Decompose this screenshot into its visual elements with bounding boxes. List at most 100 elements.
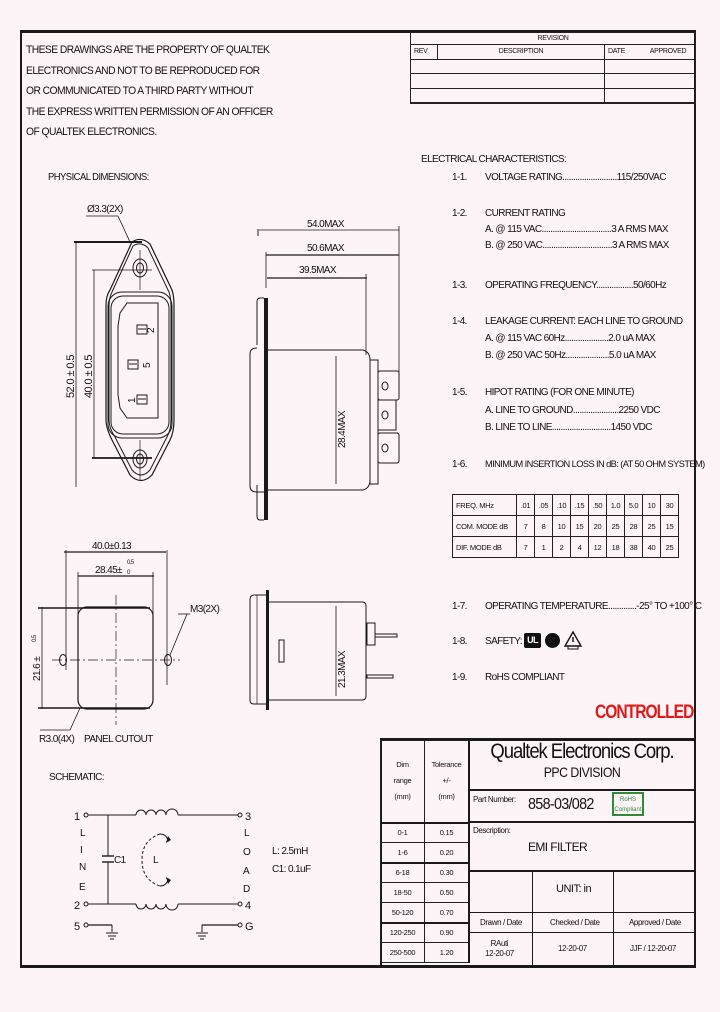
item-number: 1-1. [452,172,467,183]
pin-label: 2 [146,327,157,333]
approved-label: Approved / Date [629,918,681,927]
side-view-drawing [249,226,400,521]
side-height-label: 21.3MAX [337,650,348,688]
part-number-label: Part Number: [473,795,516,804]
loss-cell: 8 [534,515,553,537]
drawing-sheet-border [20,30,696,968]
hipot-line-line: B. LINE TO LINE.........................… [485,422,653,433]
divider [468,912,696,913]
notice-line: ELECTRONICS AND NOT TO BE REPRODUCED FOR [26,64,260,77]
freq-cell: .05 [534,494,553,516]
ul-mark-icon: UL [524,633,541,648]
schematic-label: SCHEMATIC: [49,772,104,783]
depth-mid-label: 50.6MAX [307,243,345,254]
freq-cell: .15 [570,494,589,516]
loss-cell: 4 [570,536,589,558]
division-name: PPC DIVISION [543,764,621,780]
company-name: Qualtek Electronics Corp. [490,740,674,763]
freq-header: FREQ. MHz [452,494,517,516]
notice-line: OR COMMUNICATED TO A THIRD PARTY WITHOUT [26,85,254,97]
arrow-icon [166,836,171,843]
loss-cell: 20 [588,515,607,537]
insertion-loss-title: MINIMUM INSERTION LOSS IN dB: (AT 50 OHM… [485,459,705,469]
freq-cell: .01 [516,494,535,516]
rohs-compliant-badge: RoHS Compliant [612,792,644,816]
radius-label: R3.0(4X) [39,734,74,745]
divider [532,871,533,968]
load-letter: L [244,828,250,839]
inductor-label: L [153,855,159,866]
controlled-stamp: CONTROLLED [595,702,694,723]
front-view-drawing [74,215,175,487]
hipot-title: HIPOT RATING (FOR ONE MINUTE) [485,387,635,398]
loss-cell: 2 [552,536,571,558]
revision-table: REVISION REV DESCRIPTION DATE APPROVED [410,32,696,104]
cutout-width-label: 40.0±0.13 [92,541,132,552]
loss-cell: 25 [660,536,679,558]
row-label: DIF. MODE dB [452,536,517,558]
line-letter: N [79,862,86,873]
depth-body-label: 39.5MAX [299,265,337,276]
terminal-3: 3 [245,811,251,823]
insertion-loss-table: FREQ. MHz .01 .05 .10 .15 .50 1.0 5.0 10… [452,494,679,558]
proprietary-notice: THESE DRAWINGS ARE THE PROPERTY OF QUALT… [26,40,273,143]
loss-cell: 7 [516,536,535,558]
dim-range-header: Dim range (mm) [380,740,425,823]
freq-cell: 30 [660,494,679,516]
drawn-label: Drawn / Date [480,918,522,927]
panel-cutout-label: PANEL CUTOUT [84,734,153,745]
terminal-2: 2 [74,900,80,912]
freq-cell: 5.0 [624,494,643,516]
notice-line: OF QUALTEK ELECTRONICS. [26,126,157,138]
current-rating-title: CURRENT RATING [485,208,566,219]
approved-value: JJF / 12-20-07 [630,944,676,953]
thread-label: M3(2X) [190,604,219,615]
hipot-line-ground: A. LINE TO GROUND.....................22… [485,405,660,416]
leakage-current-b: B. @ 250 VAC 50Hz....................5.0… [485,350,656,361]
loss-cell: 1 [534,536,553,558]
item-number: 1-4. [452,316,467,327]
divider [468,870,696,872]
freq-cell: .10 [552,494,571,516]
revision-title: REVISION [410,32,696,45]
operating-temperature: OPERATING TEMPERATURE.............-25° T… [485,601,702,612]
terminal-g: G [245,921,253,933]
operating-frequency: OPERATING FREQUENCY.................50/6… [485,280,667,291]
panel-cutout-drawing [38,550,190,731]
electrical-title: ELECTRICAL CHARACTERISTICS: [421,154,567,165]
loss-cell: 15 [660,515,679,537]
table-row: COM. MODE dB 7 8 10 15 20 25 28 25 15 [452,515,679,537]
table-row: DIF. MODE dB 7 1 2 4 12 18 38 40 25 [452,536,679,558]
item-number: 1-8. [452,636,467,647]
checked-label: Checked / Date [550,918,600,927]
item-number: 1-6. [452,459,467,470]
freq-cell: 10 [642,494,661,516]
checked-value: 12-20-07 [558,944,587,953]
load-letter: D [243,884,250,895]
divider [468,932,696,933]
notice-line: THESE DRAWINGS ARE THE PROPERTY OF QUALT… [26,44,270,56]
pin-label: 5 [142,362,153,368]
bottom-side-view-drawing [249,590,398,710]
drawn-value: RAuti 12-20-07 [485,939,514,958]
height-inner-label: 40.0 ± 0.5 [83,355,95,398]
current-rating-a: A. @ 115 VAC............................… [485,224,669,235]
pin-label: 1 [127,397,138,403]
schematic-drawing [83,808,243,940]
item-number: 1-2. [452,208,467,219]
item-number: 1-7. [452,601,467,612]
loss-cell: 40 [642,536,661,558]
loss-cell: 7 [516,515,535,537]
divider [613,871,614,968]
load-letter: A [243,866,250,877]
rohs-compliant: RoHS COMPLIANT [485,672,565,683]
revision-row [410,87,696,104]
line-letter: L [80,828,86,839]
